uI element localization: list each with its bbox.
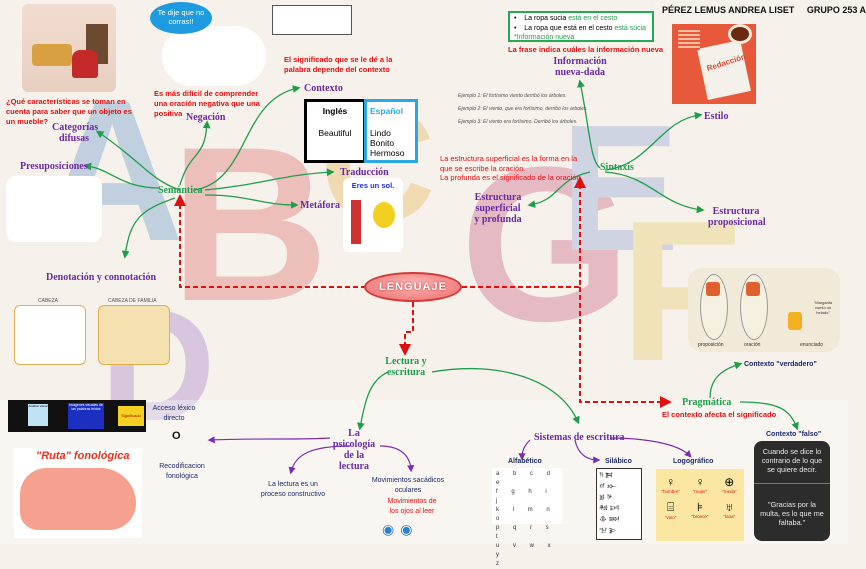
silabico-label: Silábico [605,458,632,465]
info-note: La frase indica cuáles la información nu… [508,45,664,54]
metaphor-caption: Eres un sol. [351,181,395,190]
furniture-image [22,4,116,92]
node-lectura-escritura[interactable]: Lectura y escritura [385,356,427,378]
cabeza-familia-label: CABEZA DE FAMILIA [108,298,157,304]
node-presuposiciones[interactable]: Presuposiciones [20,161,88,172]
logografico-label: Logográfico [673,458,714,465]
cabeza-image [14,305,86,365]
contexto-verdadero: Contexto "verdadero" [744,361,817,368]
spanish-box: Español Lindo Bonito Hermoso [364,99,418,163]
node-estructura-proposicional[interactable]: Estructura proposicional [708,206,766,228]
speech-bubble: Te dije que no corras!! [150,2,212,34]
diagram-label: Significado [118,406,144,426]
panel-label: enunciado [800,342,824,348]
keys-image [272,5,352,35]
node-metafora[interactable]: Metáfora [300,200,340,211]
english-word: Beautiful [318,128,352,138]
english-title: Inglés [322,106,348,116]
examples-list: Ejemplo 1: El fortísimo viento derribó l… [458,93,588,125]
node-estilo[interactable]: Estilo [704,111,729,122]
movimientos-ojos: Movimientos de los ojos al leer [387,498,437,515]
central-node-lenguaje[interactable]: LENGUAJE [364,272,462,302]
running-image [162,26,266,86]
english-box: Inglés Beautiful [304,99,366,163]
contexto-falso: Contexto "falso" [766,431,822,438]
node-sintaxis[interactable]: Sintaxis [600,162,634,173]
spanish-word: Bonito [370,138,395,148]
node-estructura-superficial[interactable]: Estructura superficial y profunda [474,192,522,225]
diagram-label: Imágenes visuales de las palabras leídas [68,403,104,429]
negacion-note: Es más difícil de comprender una oración… [154,89,260,118]
spanish-word: Hermoso [370,148,405,158]
svg-text:G: G [460,121,631,367]
acceso-lexico: Acceso léxico directo [152,405,196,422]
panel-label: proposición [698,342,724,348]
node-psicologia-lectura[interactable]: La psicología de la lectura [332,428,376,472]
contexto-falso-card: Cuando se dice lo contrario de lo que se… [754,441,830,541]
author-name: PÉREZ LEMUS ANDREA LISET [662,5,795,15]
alfabetico-label: Alfabético [508,458,542,465]
node-categorias-difusas[interactable]: Categorías difusas [52,122,99,144]
recodificacion: Recodificacion fonológica [159,463,205,480]
diagram-label: Análisis visual [28,404,48,426]
presuposiciones-image [6,176,102,242]
node-contexto[interactable]: Contexto [304,83,343,94]
cabeza-familia-image [98,305,170,365]
node-semantica[interactable]: Semántica [158,185,203,196]
info-nueva-box: • La ropa sucia está en el cesto • La ro… [508,11,654,42]
constructivo-note: La lectura es un proceso constructivo [260,481,326,498]
node-informacion-nueva-dada[interactable]: Información nueva-dada [553,56,607,78]
node-pragmatica[interactable]: Pragmática [682,397,732,408]
spanish-word: Lindo [370,128,391,138]
svg-text:A: A [40,60,184,283]
categorias-question: ¿Qué características se toman en cuenta … [6,97,132,126]
eyes-icon: ◉◉ [382,521,419,537]
pragmatica-note: El contexto afecta el significado [662,410,777,419]
svg-text:B: B [170,101,329,347]
structure-note: La estructura superficial es la forma en… [440,154,583,182]
ruta-fonologica-image: "Ruta" fonológica [14,448,142,538]
redaccion-image: Redacción [672,24,756,104]
node-negacion[interactable]: Negación [186,112,226,123]
node-sistemas-escritura[interactable]: Sistemas de escritura [534,432,625,443]
panel-bubble: "Margarita comió un helado" [813,300,833,315]
group-label: GRUPO 253 A [806,5,866,15]
metaphor-image: Eres un sol. [343,178,403,252]
panel-label: oración [744,342,761,348]
logografico-table: ♀"hombre" ♀"mujer" ⊕"rueda" ⌸"vino" ⊧"br… [656,469,744,541]
contexto-note: El significado que se le dé a la palabra… [284,55,393,74]
lexical-diagram: Análisis visual Imágenes visuales de las… [8,400,146,432]
node-denotacion[interactable]: Denotación y connotación [46,272,156,283]
node-traduccion[interactable]: Traducción [340,167,389,178]
pragmatica-panel: "Margarita comió un helado" proposición … [688,268,840,352]
ruta-title: "Ruta" fonológica [36,450,130,462]
connector-lines [83,79,799,475]
author-header: PÉREZ LEMUS ANDREA LISET GRUPO 253 A [662,5,866,15]
o-connector: O [172,430,181,442]
cabeza-label: CABEZA [38,298,59,304]
spanish-title: Español [370,106,404,116]
movimientos-note: Movimientos sacádicos oculares [371,477,445,494]
